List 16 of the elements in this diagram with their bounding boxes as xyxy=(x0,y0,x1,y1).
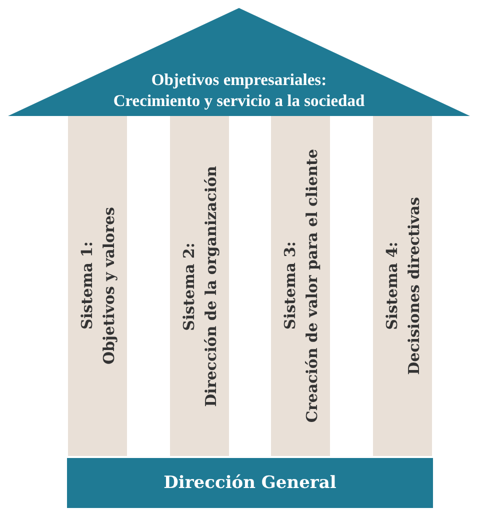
pillar xyxy=(271,116,330,456)
pillar-label: Objetivos y valores xyxy=(98,207,118,365)
pillar xyxy=(373,116,432,456)
base-label: Dirección General xyxy=(164,473,336,493)
pillar xyxy=(68,116,127,456)
pillar xyxy=(170,116,229,456)
pillar-heading: Sistema 3: xyxy=(280,242,300,330)
base-bar xyxy=(67,458,433,508)
pillar-label: Dirección de la organización xyxy=(200,166,220,406)
pillar-label: Creación de valor para el cliente xyxy=(302,149,322,423)
roof-subheading: Crecimiento y servicio a la sociedad xyxy=(113,90,365,111)
pillar-heading: Sistema 2: xyxy=(178,242,198,330)
pillar-heading: Sistema 1: xyxy=(76,242,96,330)
pillar-label: Decisiones directivas xyxy=(404,197,424,375)
roof-heading: Objetivos empresariales: xyxy=(151,69,327,90)
pillar-heading: Sistema 4: xyxy=(382,242,402,330)
